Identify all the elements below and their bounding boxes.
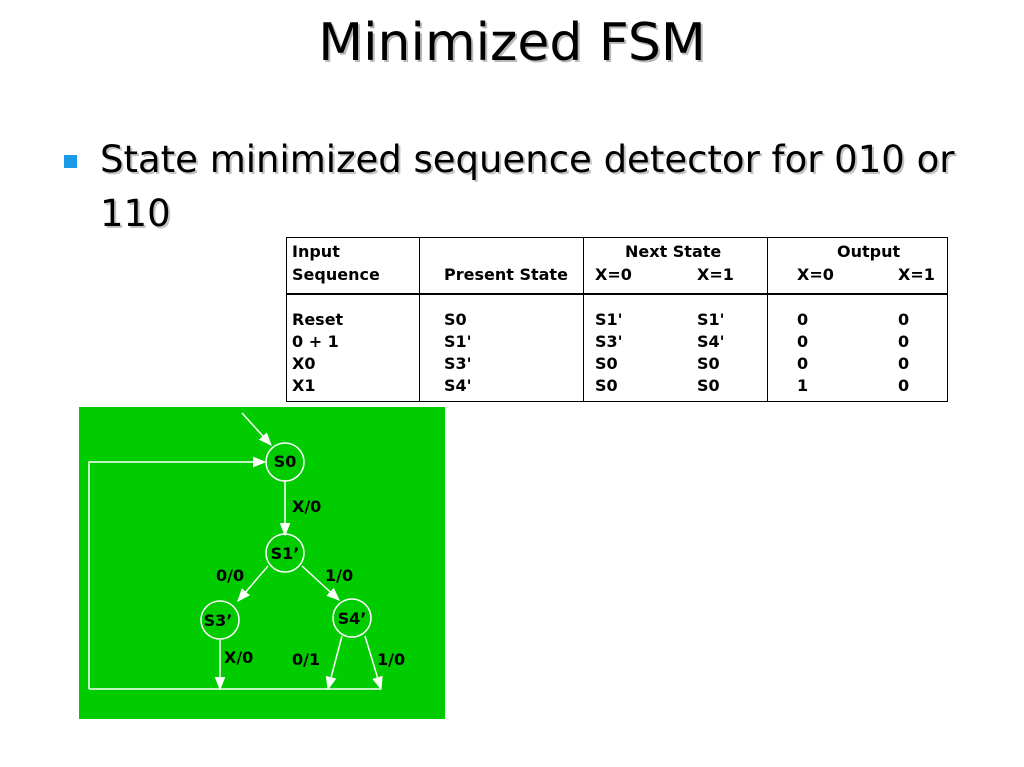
table-cell: 1 (797, 376, 809, 395)
state-s0-label: S0 (274, 452, 297, 471)
header-out-x0: X=0 (797, 265, 834, 284)
table-cell: S0 (697, 354, 720, 373)
table-cell: S0 (697, 376, 720, 395)
state-s3-label: S3’ (204, 611, 233, 630)
arrow-s1-s3 (237, 565, 269, 603)
arrow-s1-s4 (301, 565, 340, 601)
entry-arrow (241, 412, 272, 447)
header-next-state: Next State (625, 242, 722, 261)
state-s1-label: S1’ (271, 544, 300, 563)
bullet-text: State minimized sequence detector for 01… (100, 138, 955, 235)
table-cell: 0 (898, 354, 910, 373)
table-divider (419, 238, 420, 401)
transition-label: 0/0 (216, 566, 244, 585)
table-cell: S4' (697, 332, 725, 351)
table-cell: S0 (595, 376, 618, 395)
header-input: Input (292, 242, 340, 261)
return-loop-arrow (88, 456, 267, 689)
arrow-s4-out0 (325, 635, 343, 691)
table-cell: 0 (797, 310, 809, 329)
header-ns-x1: X=1 (697, 265, 734, 284)
state-s4 (332, 598, 372, 638)
table-cell: 0 + 1 (292, 332, 339, 351)
table-cell: S3' (595, 332, 623, 351)
table-cell: 0 (898, 310, 910, 329)
header-out-x1: X=1 (898, 265, 935, 284)
fsm-diagram: S0 S1’ S3’ S4’ X/0 0/0 1/0 X/0 0/1 1/0 (79, 407, 445, 719)
transition-label: 0/1 (292, 650, 320, 669)
arrow-s4-out1 (364, 635, 383, 691)
table-cell: S0 (595, 354, 618, 373)
table-cell: S1' (595, 310, 623, 329)
bullet-marker (64, 155, 77, 168)
table-cell: 0 (797, 332, 809, 351)
state-s1 (265, 533, 305, 573)
transition-label: X/0 (224, 648, 253, 667)
table-cell: Reset (292, 310, 344, 329)
state-s3 (200, 600, 240, 640)
state-s0 (265, 442, 305, 482)
table-cell: S1' (697, 310, 725, 329)
table-cell: X0 (292, 354, 316, 373)
header-present: Present State (444, 265, 568, 284)
transition-label: 1/0 (377, 650, 405, 669)
table-cell: 0 (797, 354, 809, 373)
state-s4-label: S4’ (338, 609, 367, 628)
header-sequence: Sequence (292, 265, 380, 284)
header-ns-x0: X=0 (595, 265, 632, 284)
state-table: Input Next State Output Sequence Present… (286, 237, 948, 402)
table-cell: X1 (292, 376, 316, 395)
slide-title: Minimized FSM (318, 13, 706, 73)
table-cell: S0 (444, 310, 467, 329)
table-cell: 0 (898, 332, 910, 351)
transition-label: 1/0 (325, 566, 353, 585)
table-divider (583, 238, 584, 401)
table-cell: S3' (444, 354, 472, 373)
table-cell: S4' (444, 376, 472, 395)
table-cell: 0 (898, 376, 910, 395)
header-output: Output (837, 242, 901, 261)
table-header-rule (287, 293, 947, 295)
table-cell: S1' (444, 332, 472, 351)
table-divider (767, 238, 768, 401)
transition-label: X/0 (292, 497, 321, 516)
fsm-diagram-svg: S0 S1’ S3’ S4’ X/0 0/0 1/0 X/0 0/1 1/0 (88, 412, 405, 691)
